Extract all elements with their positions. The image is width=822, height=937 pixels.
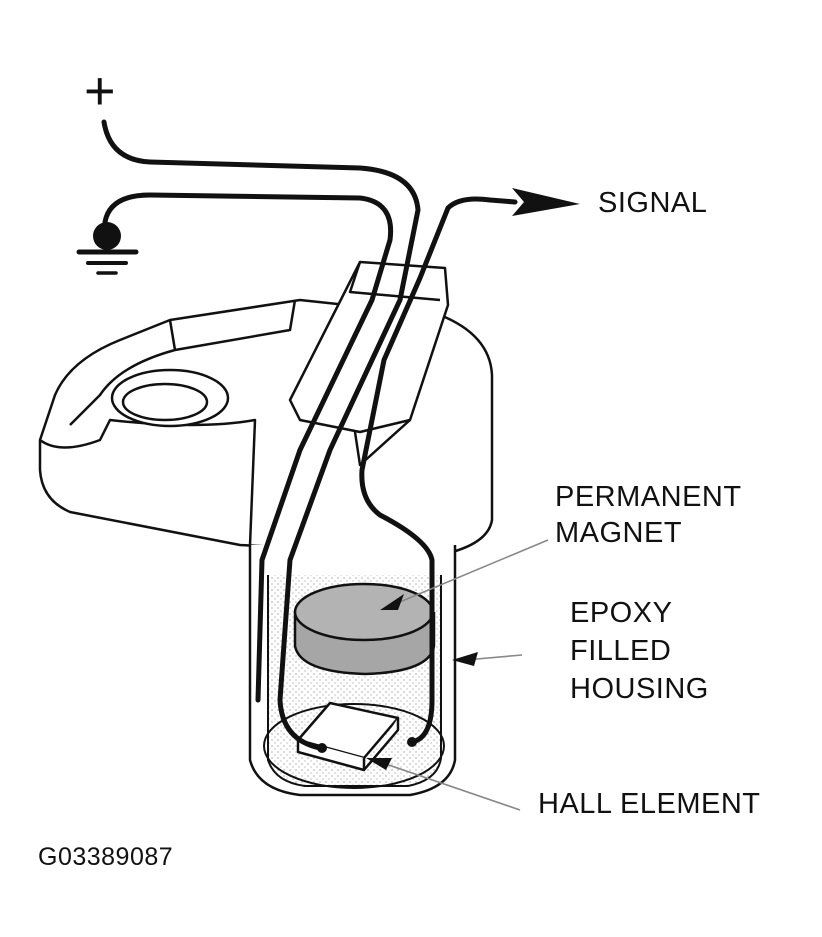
signal-arrowhead [512, 188, 580, 216]
hall-element-label: HALL ELEMENT [538, 788, 761, 820]
housing-arrow [452, 652, 478, 666]
signal-label: SIGNAL [598, 187, 708, 219]
hall-element [296, 701, 400, 772]
ground-wire [102, 192, 394, 703]
housing-bottom-rim [263, 703, 445, 789]
epoxy-boundary [267, 575, 442, 787]
wiring [101, 119, 518, 751]
positive-wire [101, 119, 421, 751]
permanent-magnet [293, 582, 436, 676]
mounting-hole [110, 368, 230, 428]
housing-label-line-3: HOUSING [570, 673, 709, 705]
flange-front-edge [39, 418, 257, 546]
housing-label-line-2: FILLED [570, 635, 672, 667]
ground-icon [76, 222, 139, 275]
flange-top-ridge [69, 299, 297, 426]
magnet-label-line-2: MAGNET [555, 517, 683, 549]
hall-terminal-dots [317, 737, 417, 753]
magnet-leader [394, 539, 549, 605]
signal-wire [359, 196, 518, 745]
positive-icon: + [84, 61, 116, 121]
magnet-label-line-1: PERMANENT [555, 481, 742, 513]
leader-arrowheads [366, 594, 478, 770]
hall-leader [379, 761, 521, 811]
mounting-hole-inner [121, 382, 209, 422]
magnet-arrow [380, 594, 404, 610]
figure-id: G03389087 [38, 843, 174, 871]
housing-label-line-1: EPOXY [570, 597, 673, 629]
hall-arrow [366, 758, 392, 770]
